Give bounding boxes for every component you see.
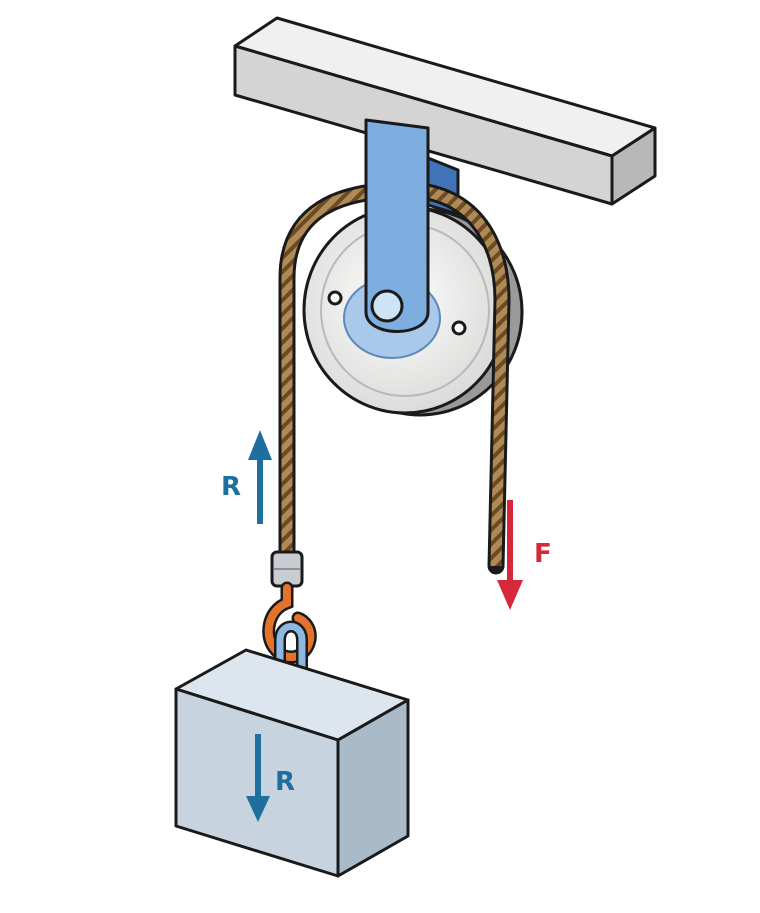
bracket-front bbox=[364, 118, 430, 333]
rope-ferrule bbox=[270, 550, 304, 588]
weight-arrow-down bbox=[246, 734, 270, 822]
tension-arrow-up bbox=[248, 430, 272, 524]
load-box bbox=[174, 648, 410, 878]
force-arrow-down bbox=[497, 500, 523, 610]
axle-pin bbox=[370, 289, 404, 323]
wheel-bolt-left bbox=[327, 290, 343, 306]
lifting-hook bbox=[262, 581, 317, 664]
weight-label: R bbox=[275, 767, 295, 797]
ceiling-beam bbox=[233, 16, 657, 206]
wheel-bolt-right bbox=[451, 320, 467, 336]
tension-label: R bbox=[221, 472, 241, 502]
force-label: F bbox=[534, 539, 552, 569]
